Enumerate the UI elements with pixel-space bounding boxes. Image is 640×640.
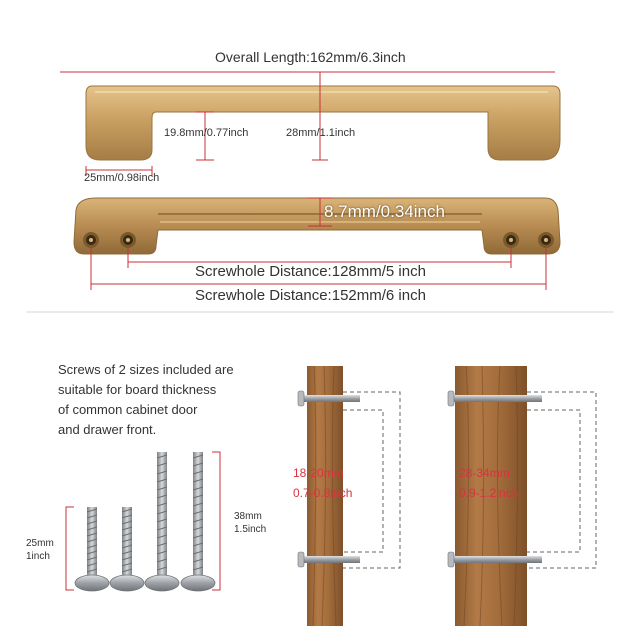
screw-hole-right-inner (503, 232, 519, 248)
screw-long-2 (180, 452, 216, 592)
leg-height-label: 19.8mm/0.77inch (164, 127, 249, 139)
long-screw-inch-label: 1.5inch (234, 524, 267, 535)
screw-description-line-3: of common cabinet door (58, 402, 198, 417)
projection-label: 28mm/1.1inch (286, 127, 356, 139)
screw-description-line-1: Screws of 2 sizes included are (58, 362, 234, 377)
bar-thickness-label: 8.7mm/0.34inch (324, 202, 445, 221)
thin-board-inch-label: 0.7-0.8inch (293, 486, 353, 500)
overall-length-label: Overall Length:162mm/6.3inch (215, 49, 406, 65)
screw-hole-left-outer (83, 232, 99, 248)
thick-board-mm-label: 28-34mm (459, 466, 510, 480)
screw-short-2 (109, 507, 145, 592)
wood-board-thick (447, 365, 542, 627)
screw-hole-left-inner (120, 232, 136, 248)
screw-description-line-4: and drawer front. (58, 422, 157, 437)
thin-board-mm-label: 18-20mm (293, 466, 344, 480)
short-screw-mm-label: 25mm (26, 538, 54, 549)
screw-description-line-2: suitable for board thickness (58, 382, 217, 397)
long-screw-mm-label: 38mm (234, 511, 262, 522)
wood-board-thin (297, 365, 360, 627)
screw-hole-right-outer (538, 232, 554, 248)
screw-short-1 (74, 507, 110, 592)
thick-board-inch-label: 0.9-1.2inch (459, 486, 519, 500)
screw-long-1 (144, 452, 180, 592)
handle-side-view (85, 85, 561, 161)
screwhole-152-label: Screwhole Distance:152mm/6 inch (195, 287, 426, 304)
screwhole-128-label: Screwhole Distance:128mm/5 inch (195, 263, 426, 280)
leg-width-label: 25mm/0.98inch (84, 172, 160, 184)
short-screw-inch-label: 1inch (26, 551, 50, 562)
screw-description: Screws of 2 sizes included are suitable … (58, 360, 234, 440)
